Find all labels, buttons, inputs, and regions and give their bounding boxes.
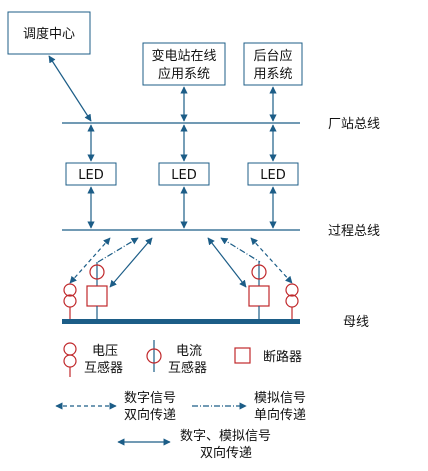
led-label-2: LED [171, 168, 196, 183]
process-bus-label: 过程总线 [328, 224, 380, 239]
legend-voltage-symbol [63, 342, 77, 377]
backend-app-box: 后台应 用系统 [243, 42, 303, 86]
substation-app-label-1: 变电站在线 [151, 48, 216, 64]
led-label-1: LED [78, 168, 103, 183]
left-voltage-transformer [63, 283, 77, 320]
left-analog-arrow [97, 237, 139, 263]
backend-app-label-2: 用系统 [253, 67, 292, 82]
station-bus-label: 厂站总线 [328, 117, 380, 132]
legend-voltage-label-2: 互感器 [84, 360, 123, 376]
led-label-3: LED [260, 168, 285, 183]
right-analog-arrow [220, 237, 261, 263]
left-both-arrow [109, 237, 153, 288]
legend-digital-label-2: 双向传递 [124, 407, 176, 423]
led-box-1: LED [65, 162, 117, 186]
legend-breaker-symbol [234, 347, 251, 364]
busbar [62, 319, 300, 324]
led-box-3: LED [247, 162, 299, 186]
substation-app-label-2: 应用系统 [158, 66, 210, 82]
substation-app-box: 变电站在线 应用系统 [142, 42, 226, 86]
led-box-2: LED [158, 162, 210, 186]
legend-both-label-1: 数字、模拟信号 [180, 429, 271, 444]
legend-both-label-2: 双向传递 [200, 445, 252, 461]
legend-current-symbol [146, 340, 162, 372]
dispatch-center-box: 调度中心 [7, 11, 91, 55]
left-breaker [86, 285, 108, 320]
right-both-arrow [207, 237, 247, 288]
legend-digital-label-1: 数字信号 [124, 391, 176, 406]
dispatch-arrow [48, 55, 92, 122]
right-breaker [248, 285, 270, 320]
right-digital-arrow [250, 237, 293, 284]
right-current-transformer [251, 262, 267, 286]
legend-analog-label-2: 单向传递 [254, 407, 306, 423]
busbar-label: 母线 [343, 315, 369, 330]
left-digital-arrow [69, 237, 111, 284]
right-voltage-transformer [285, 283, 299, 320]
left-current-transformer [89, 262, 105, 286]
legend-current-label-1: 电流 [176, 344, 202, 359]
dispatch-center-label: 调度中心 [23, 26, 75, 42]
legend-current-label-2: 互感器 [168, 360, 207, 376]
backend-app-label-1: 后台应 [253, 48, 292, 64]
legend-analog-label-1: 模拟信号 [254, 391, 306, 406]
legend-breaker-label: 断路器 [263, 349, 302, 365]
legend-voltage-label-1: 电压 [92, 344, 118, 359]
